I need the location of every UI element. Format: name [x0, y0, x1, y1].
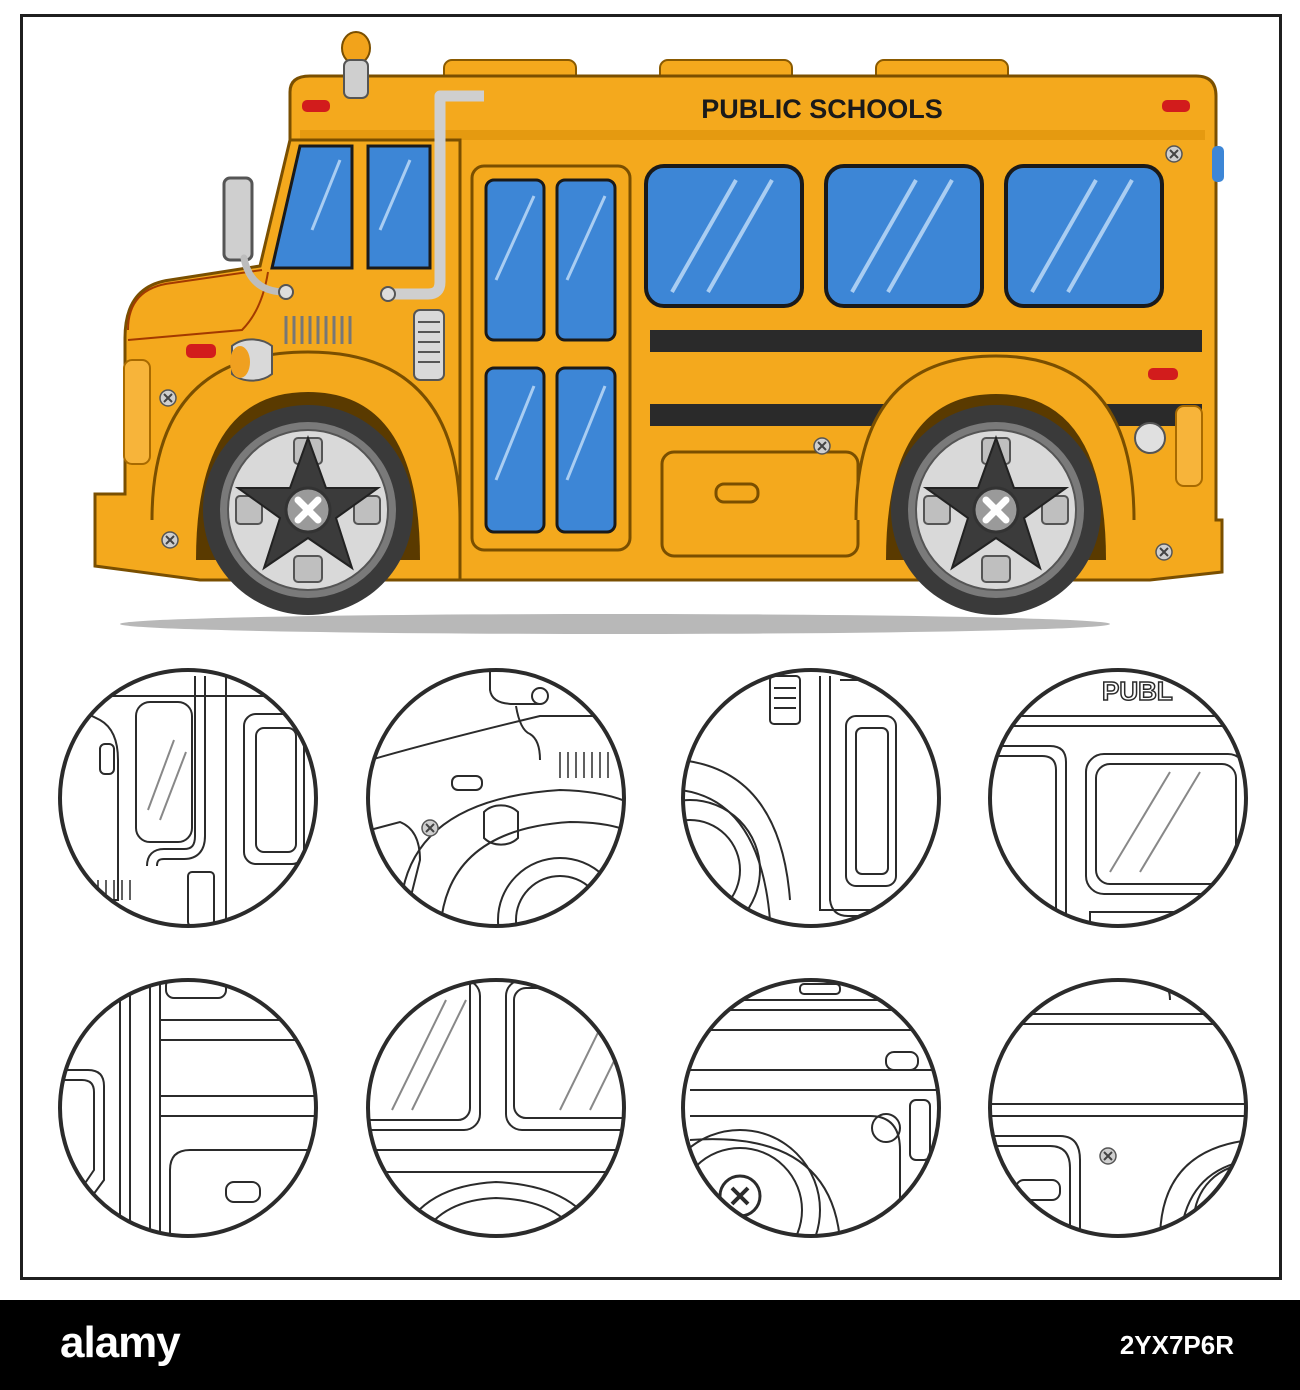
rear-wheel: [891, 405, 1101, 615]
puzzle-piece-5[interactable]: [58, 978, 320, 1240]
front-wheel: [203, 405, 413, 615]
puzzle-piece-7[interactable]: [660, 978, 950, 1290]
exhaust-pipe: [392, 90, 484, 300]
puzzle-pieces: PUBL: [58, 668, 1300, 1290]
piece-4-banner-text: PUBL: [1102, 676, 1173, 706]
school-bus: PUBLIC SCHOOLS: [93, 31, 1224, 634]
puzzle-piece-6[interactable]: [330, 970, 656, 1240]
puzzle-piece-4[interactable]: PUBL: [988, 668, 1250, 930]
footer-bar: alamy 2YX7P6R: [0, 1300, 1300, 1390]
brand-logo: alamy: [60, 1318, 181, 1367]
upper-stripe: [650, 330, 1202, 352]
puzzle-piece-1[interactable]: [58, 668, 320, 960]
bus-shadow: [120, 614, 1110, 634]
stock-id: 2YX7P6R: [1119, 1330, 1234, 1360]
puzzle-piece-3[interactable]: [620, 668, 960, 940]
cab-window: [366, 144, 432, 270]
passenger-windows: [644, 164, 1164, 308]
luggage-door: [660, 450, 860, 558]
side-mirror: [222, 176, 254, 262]
illustration: PUBLIC SCHOOLS: [58, 31, 1300, 1290]
bus-banner-text: PUBLIC SCHOOLS: [701, 94, 943, 124]
puzzle-piece-2[interactable]: [366, 668, 660, 982]
puzzle-piece-8[interactable]: [988, 978, 1300, 1276]
